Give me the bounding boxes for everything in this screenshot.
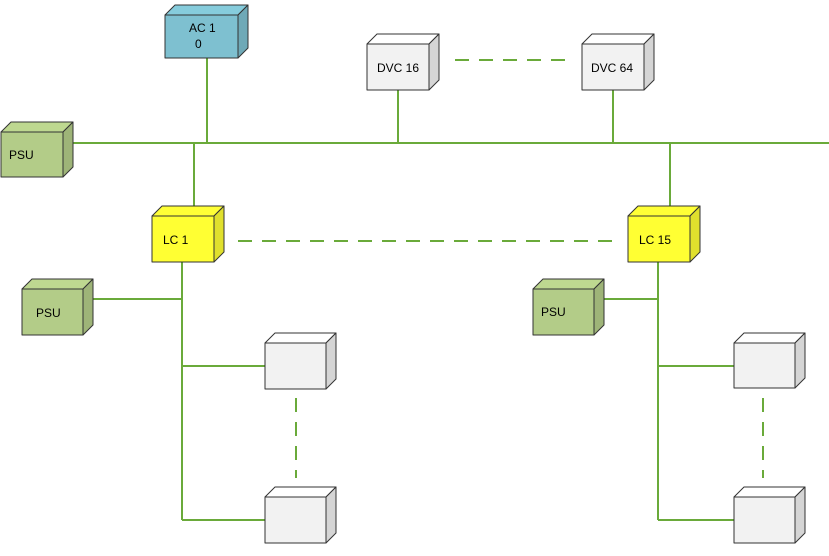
lc15-device-top-top-face [733, 332, 806, 344]
psu-left-node: PSU [21, 278, 94, 336]
psu-main-node-side-face [62, 121, 74, 178]
lc1-node: LC 1 [151, 205, 225, 263]
dvc64-node-side-face [643, 33, 655, 91]
dvc16-node-top-face [366, 33, 440, 45]
lc15-node-top-face [627, 205, 701, 217]
psu-right-label: PSU [541, 305, 566, 319]
psu-main-node-top-face [0, 121, 74, 133]
lc15-label: LC 15 [639, 233, 671, 247]
lc1-device-top-top-face [264, 332, 337, 344]
ac-label-line2: 0 [195, 37, 202, 51]
lc15-node: LC 15 [627, 205, 701, 263]
ac-node-top-face [164, 4, 249, 16]
dvc16-label: DVC 16 [377, 61, 419, 75]
psu-left-node-side-face [82, 278, 94, 336]
dvc64-node: DVC 64 [581, 33, 655, 91]
lc1-device-top-side-face [325, 332, 337, 390]
dvc16-node: DVC 16 [366, 33, 440, 91]
lc1-device-top [264, 332, 337, 390]
lc1-node-top-face [151, 205, 225, 217]
psu-right-node-side-face [593, 278, 605, 336]
lc15-device-top-front-face [733, 342, 796, 389]
ac-node: AC 1 0 [164, 4, 249, 59]
dvc64-node-top-face [581, 33, 655, 45]
lc15-device-top [733, 332, 806, 389]
lc1-device-bottom-front-face [264, 496, 327, 544]
lc15-device-top-side-face [794, 332, 806, 389]
psu-main-node: PSU [0, 121, 74, 178]
dvc16-node-side-face [428, 33, 440, 91]
lc1-device-bottom-top-face [264, 486, 337, 498]
psu-right-node: PSU [532, 278, 605, 336]
psu-left-label: PSU [36, 306, 61, 320]
lc1-node-side-face [213, 205, 225, 263]
dvc64-label: DVC 64 [591, 61, 633, 75]
lc1-device-bottom-side-face [325, 486, 337, 544]
lc15-node-side-face [689, 205, 701, 263]
lc15-device-bottom-front-face [733, 496, 796, 544]
lc15-device-bottom [733, 486, 806, 544]
psu-right-node-top-face [532, 278, 605, 290]
ac-label-line1: AC 1 [189, 21, 216, 35]
psu-left-node-top-face [21, 278, 94, 290]
lc1-device-top-front-face [264, 342, 327, 390]
connection-lines [72, 58, 829, 521]
lc1-device-bottom [264, 486, 337, 544]
lc15-device-bottom-top-face [733, 486, 806, 498]
psu-main-label: PSU [9, 148, 34, 162]
lc15-device-bottom-side-face [794, 486, 806, 544]
lc1-label: LC 1 [163, 233, 189, 247]
ac-node-side-face [237, 4, 249, 59]
